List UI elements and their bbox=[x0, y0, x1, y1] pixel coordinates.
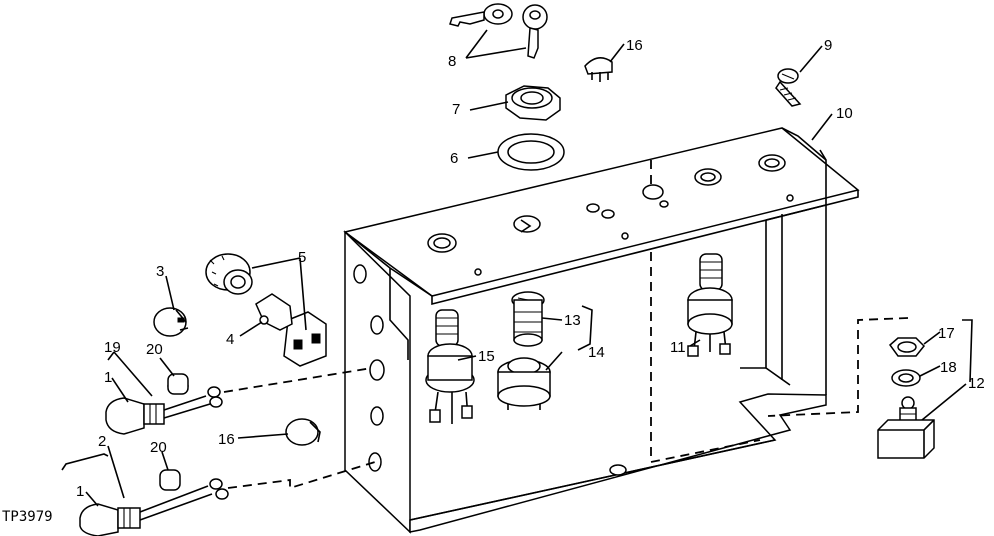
callout-20-lower: 20 bbox=[150, 439, 167, 456]
figure-id: TP3979 bbox=[2, 509, 53, 525]
callout-14: 14 bbox=[588, 344, 605, 361]
leader-lines bbox=[61, 29, 973, 507]
callout-2: 2 bbox=[98, 433, 106, 450]
switch-11 bbox=[687, 253, 733, 357]
plug-body bbox=[255, 293, 293, 331]
callout-13: 13 bbox=[564, 312, 581, 329]
lock-nut bbox=[888, 337, 926, 357]
callout-3: 3 bbox=[156, 263, 164, 280]
callout-12: 12 bbox=[968, 375, 985, 392]
callout-19: 19 bbox=[104, 339, 121, 356]
switch-cap-top bbox=[584, 57, 613, 82]
callout-17: 17 bbox=[938, 325, 955, 342]
mounting-screw bbox=[775, 68, 802, 107]
callout-1-upper: 1 bbox=[104, 369, 112, 386]
switch-15 bbox=[425, 309, 475, 424]
callout-10: 10 bbox=[836, 105, 853, 122]
connector-assembly bbox=[205, 253, 327, 367]
lock-washer bbox=[891, 369, 921, 387]
callout-9: 9 bbox=[824, 37, 832, 54]
callout-15: 15 bbox=[478, 348, 495, 365]
callout-4: 4 bbox=[226, 331, 234, 348]
pushbutton-switch bbox=[877, 396, 935, 459]
switch-14 bbox=[497, 357, 551, 410]
ignition-keys bbox=[449, 3, 548, 59]
light-assembly-upper bbox=[105, 373, 223, 435]
callout-8: 8 bbox=[448, 53, 456, 70]
ignition-washer bbox=[497, 133, 565, 171]
callout-16-top: 16 bbox=[626, 37, 643, 54]
switch-bracket bbox=[343, 127, 860, 534]
switch-13 bbox=[511, 291, 545, 347]
callout-18: 18 bbox=[940, 359, 957, 376]
callout-11: 11 bbox=[670, 339, 686, 356]
switch-cap-left bbox=[153, 307, 189, 337]
ignition-nut bbox=[505, 85, 561, 121]
callout-5: 5 bbox=[298, 249, 306, 266]
callout-16-lower: 16 bbox=[218, 431, 235, 448]
callout-20-upper: 20 bbox=[146, 341, 163, 358]
light-assembly-lower bbox=[79, 469, 229, 536]
callout-1-lower: 1 bbox=[76, 483, 84, 500]
callout-6: 6 bbox=[450, 150, 458, 167]
switch-cap-lower bbox=[285, 418, 321, 446]
callout-7: 7 bbox=[452, 101, 460, 118]
